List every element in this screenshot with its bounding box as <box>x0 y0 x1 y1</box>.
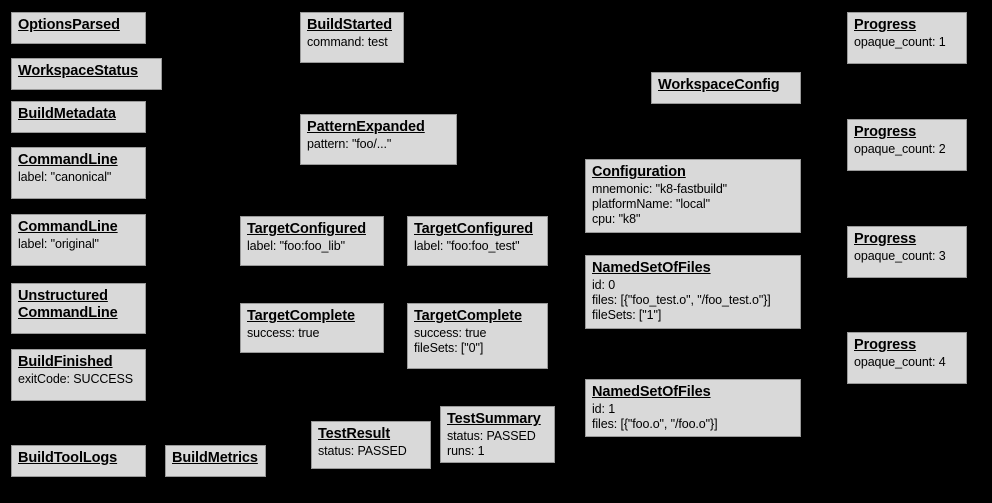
event-node-configuration[interactable]: Configuration mnemonic: "k8-fastbuild"pla… <box>585 159 801 233</box>
event-node-progress-1[interactable]: Progress opaque_count: 1 <box>847 12 967 64</box>
event-node-command-line-canonical[interactable]: CommandLine label: "canonical" <box>11 147 146 199</box>
event-node-pattern-expanded[interactable]: PatternExpanded pattern: "foo/..." <box>300 114 457 165</box>
event-node-field: fileSets: ["1"] <box>592 308 662 322</box>
event-node-title: BuildToolLogs <box>18 450 118 466</box>
event-node-title: TargetComplete <box>414 308 522 324</box>
event-node-field: platformName: "local" <box>592 197 710 211</box>
event-node-progress-2[interactable]: Progress opaque_count: 2 <box>847 119 967 171</box>
event-node-progress-4[interactable]: Progress opaque_count: 4 <box>847 332 967 384</box>
event-node-fields: opaque_count: 2 <box>854 142 960 157</box>
event-node-fields: opaque_count: 1 <box>854 35 960 50</box>
event-node-title: CommandLine <box>18 219 118 235</box>
event-node-title: BuildFinished <box>18 354 113 370</box>
event-node-command-line-original[interactable]: CommandLine label: "original" <box>11 214 146 266</box>
event-node-title: TestResult <box>318 426 391 442</box>
event-node-field: cpu: "k8" <box>592 212 641 226</box>
event-node-title: CommandLine <box>18 152 118 168</box>
event-node-field: opaque_count: 2 <box>854 142 946 156</box>
event-node-title: BuildMetrics <box>172 450 258 466</box>
event-node-fields: status: PASSED <box>318 444 424 459</box>
event-node-field: label: "foo:foo_lib" <box>247 239 345 253</box>
event-node-field: runs: 1 <box>447 444 485 458</box>
event-node-title: WorkspaceStatus <box>18 63 138 79</box>
event-node-target-configured-foo-test[interactable]: TargetConfigured label: "foo:foo_test" <box>407 216 548 266</box>
event-node-target-complete-foo-lib[interactable]: TargetComplete success: true <box>240 303 384 353</box>
event-node-field: success: true <box>414 326 487 340</box>
event-node-fields: pattern: "foo/..." <box>307 137 450 152</box>
event-node-field: id: 1 <box>592 402 616 416</box>
event-node-title: TargetConfigured <box>414 221 533 237</box>
event-node-title: Progress <box>854 231 917 247</box>
event-node-title: BuildMetadata <box>18 106 116 122</box>
event-node-field: opaque_count: 3 <box>854 249 946 263</box>
event-node-title: NamedSetOfFiles <box>592 260 711 276</box>
event-node-build-finished[interactable]: BuildFinished exitCode: SUCCESS <box>11 349 146 401</box>
event-node-fields: opaque_count: 3 <box>854 249 960 264</box>
event-node-field: files: [{"foo_test.o", "/foo_test.o"}] <box>592 293 771 307</box>
event-node-field: mnemonic: "k8-fastbuild" <box>592 182 728 196</box>
event-node-field: label: "foo:foo_test" <box>414 239 520 253</box>
event-node-field: exitCode: SUCCESS <box>18 372 134 386</box>
event-node-title: PatternExpanded <box>307 119 425 135</box>
event-node-title: Unstructured CommandLine <box>18 288 118 321</box>
event-node-field: opaque_count: 1 <box>854 35 946 49</box>
event-node-title: Configuration <box>592 164 686 180</box>
event-node-unstructured-command-line[interactable]: Unstructured CommandLine <box>11 283 146 334</box>
event-node-fields: command: test <box>307 35 397 50</box>
event-node-fields: success: true <box>247 326 377 341</box>
event-node-field: status: PASSED <box>318 444 407 458</box>
event-node-field: command: test <box>307 35 388 49</box>
event-node-field: pattern: "foo/..." <box>307 137 392 151</box>
event-node-fields: exitCode: SUCCESS <box>18 372 139 387</box>
event-node-title: TestSummary <box>447 411 541 427</box>
event-node-field: status: PASSED <box>447 429 536 443</box>
event-node-field: label: "original" <box>18 237 99 251</box>
event-node-field: success: true <box>247 326 320 340</box>
event-node-fields: opaque_count: 4 <box>854 355 960 370</box>
event-node-fields: label: "original" <box>18 237 139 252</box>
event-node-test-result[interactable]: TestResult status: PASSED <box>311 421 431 469</box>
event-node-progress-3[interactable]: Progress opaque_count: 3 <box>847 226 967 278</box>
event-node-field: fileSets: ["0"] <box>414 341 484 355</box>
event-node-build-metrics[interactable]: BuildMetrics <box>165 445 266 477</box>
event-node-fields: label: "foo:foo_lib" <box>247 239 377 254</box>
event-node-fields: label: "canonical" <box>18 170 139 185</box>
event-node-title: Progress <box>854 124 917 140</box>
event-node-build-metadata[interactable]: BuildMetadata <box>11 101 146 133</box>
event-node-field: id: 0 <box>592 278 616 292</box>
event-node-workspace-config[interactable]: WorkspaceConfig <box>651 72 801 104</box>
event-node-fields: mnemonic: "k8-fastbuild"platformName: "l… <box>592 182 794 227</box>
event-node-title: WorkspaceConfig <box>658 77 780 93</box>
event-node-title: OptionsParsed <box>18 17 120 33</box>
event-node-options-parsed[interactable]: OptionsParsed <box>11 12 146 44</box>
event-node-field: files: [{"foo.o", "/foo.o"}] <box>592 417 718 431</box>
event-node-build-started[interactable]: BuildStarted command: test <box>300 12 404 63</box>
event-node-title: Progress <box>854 17 917 33</box>
event-node-workspace-status[interactable]: WorkspaceStatus <box>11 58 162 90</box>
event-node-title: Progress <box>854 337 917 353</box>
event-node-title: TargetComplete <box>247 308 355 324</box>
event-node-target-configured-foo-lib[interactable]: TargetConfigured label: "foo:foo_lib" <box>240 216 384 266</box>
event-node-fields: label: "foo:foo_test" <box>414 239 541 254</box>
event-node-build-tool-logs[interactable]: BuildToolLogs <box>11 445 146 477</box>
event-node-field: opaque_count: 4 <box>854 355 946 369</box>
event-node-title: TargetConfigured <box>247 221 366 237</box>
event-node-title: NamedSetOfFiles <box>592 384 711 400</box>
event-node-field: label: "canonical" <box>18 170 112 184</box>
event-node-title: BuildStarted <box>307 17 393 33</box>
